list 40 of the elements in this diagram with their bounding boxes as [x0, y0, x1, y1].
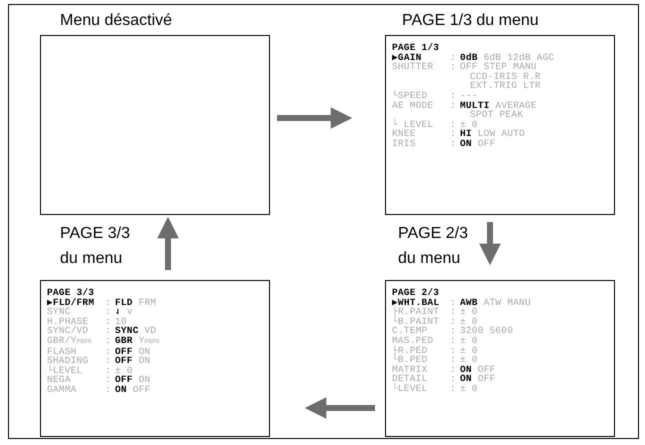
- menu-line: ├R.PED : ± 0: [392, 346, 479, 356]
- menu-line: └ LEVEL : ± 0: [392, 120, 478, 130]
- menu-line: SYNC : ⇃ v: [47, 307, 134, 317]
- menu-line: PAGE 3/3: [47, 288, 96, 298]
- menu-line: ▶WHT.BAL : AWB ATW MANU: [392, 298, 532, 308]
- menu-line: AE MODE : MULTI AVERAGE: [392, 100, 538, 110]
- menu-line: DETAIL : ON OFF: [392, 374, 496, 384]
- screen-heading: PAGE 3/3 du menu: [60, 224, 131, 269]
- menu-line: MATRIX : ON OFF: [392, 364, 496, 374]
- menu-line: └B.PAINT : ± 0: [392, 316, 478, 326]
- menu-line: H.PHASE : 10: [47, 316, 127, 326]
- menu-line: SHADING : OFF ON: [47, 356, 152, 366]
- screen-heading: Menu désactivé: [60, 11, 174, 31]
- menu-line: C.TEMP : 3200 5600: [392, 326, 514, 336]
- menu-line: GAMMA : ON OFF: [47, 384, 152, 395]
- menu-line: MAS.PED : ± 0: [392, 336, 479, 346]
- arrow: [157, 216, 179, 270]
- menu-line: CCD-IRIS R.R: [469, 72, 542, 82]
- menu-line: SHUTTER : OFF STEP MANU: [392, 62, 538, 72]
- arrow: [277, 107, 352, 129]
- screen-heading: PAGE 2/3 du menu: [398, 224, 469, 269]
- screen-heading: PAGE 1/3 du menu: [402, 11, 540, 31]
- menu-line: FLASH : OFF ON: [47, 346, 152, 356]
- menu-line: └B.PED : ± 0: [392, 355, 479, 365]
- menu-line: └LEVEL : ± 0: [392, 384, 479, 394]
- menu-line: └SPEED : ---: [392, 90, 479, 101]
- menu-line: ├R.PAINT : ± 0: [392, 307, 479, 317]
- menu-line: PAGE 2/3: [392, 288, 440, 298]
- menu-line: ▶FLD/FRM : FLD FRM: [47, 298, 158, 308]
- menu-line: KNEE : HI LOW AUTO: [392, 129, 526, 139]
- menu-line: ▶GAIN : 0dB 6dB 12dB AGC: [392, 52, 556, 62]
- menu-line: PAGE 1/3: [392, 43, 440, 53]
- menu-line: └LEVEL : ± 0: [47, 366, 134, 376]
- menu-line: NEGA : OFF ON: [47, 375, 152, 385]
- menu-line: IRIS : ON OFF: [392, 138, 496, 149]
- arrow: [304, 397, 375, 419]
- menu-line: SYNC/VD : SYNC VD: [47, 326, 158, 336]
- arrow: [479, 222, 501, 266]
- menu-line: SPOT PEAK: [469, 110, 524, 120]
- menu-line: EXT.TRIG LTR: [469, 81, 542, 91]
